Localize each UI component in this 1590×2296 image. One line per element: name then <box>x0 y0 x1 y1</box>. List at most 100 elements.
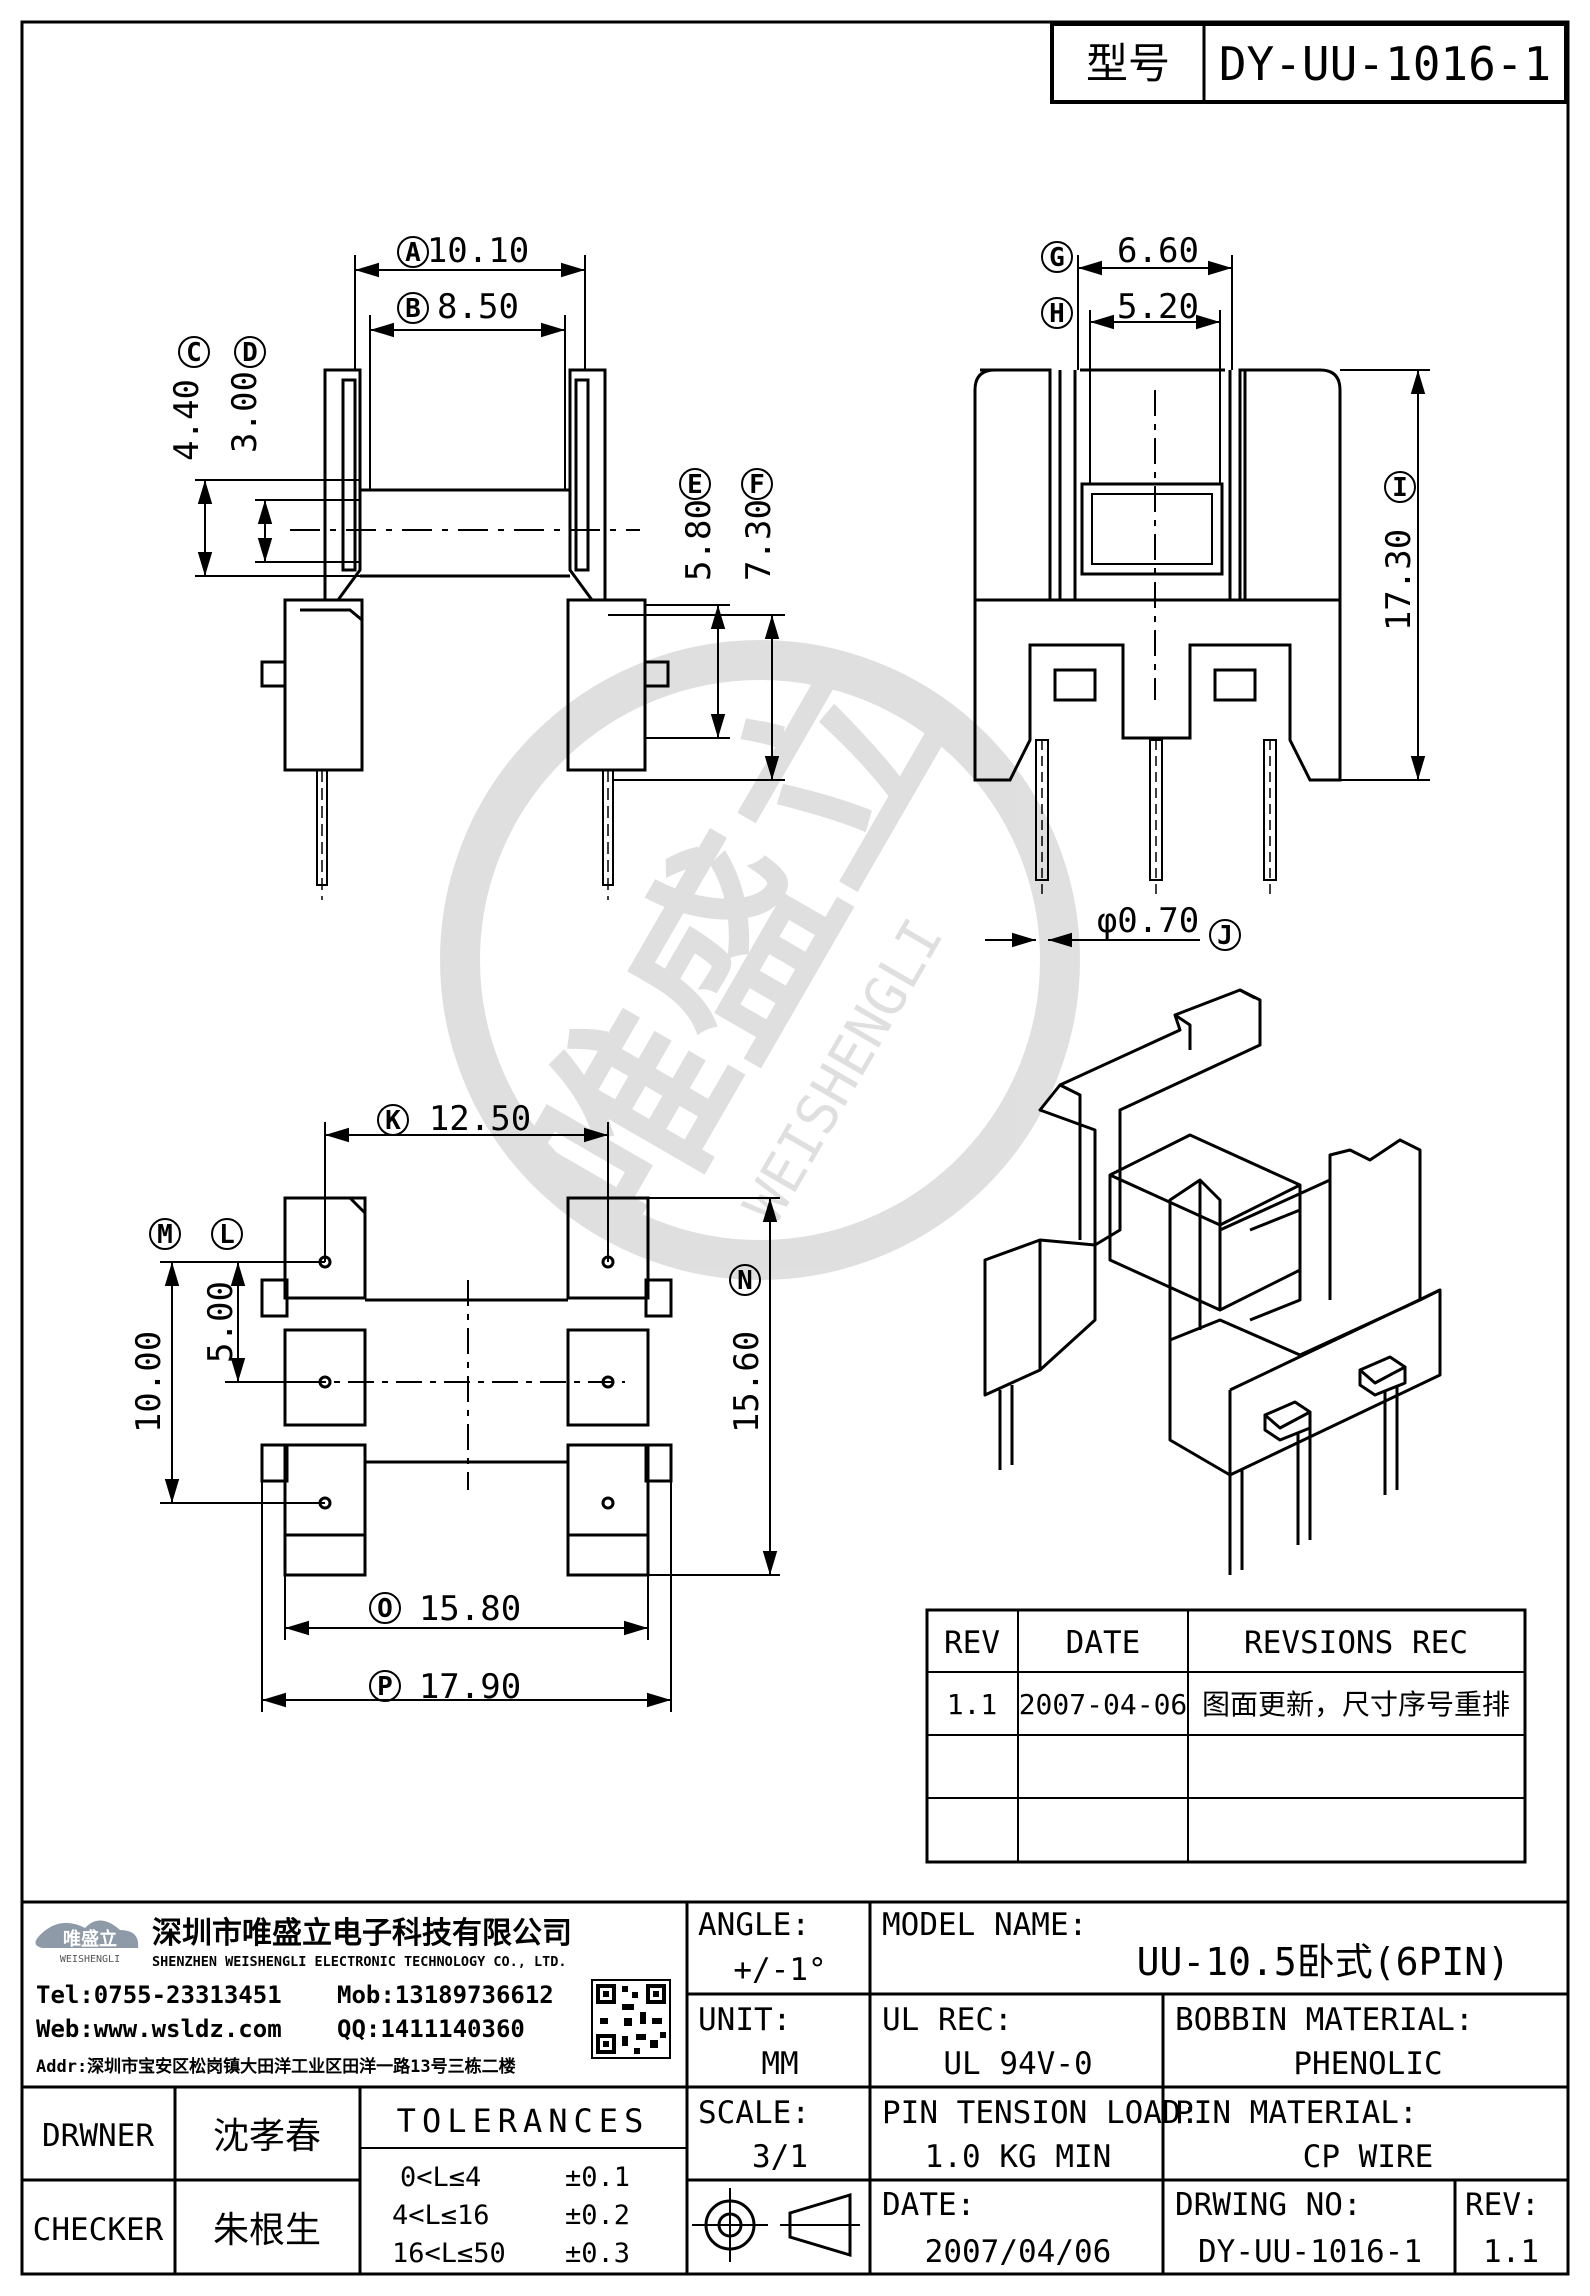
dim-value-e: 5.80 <box>679 499 719 581</box>
drwing-no-label: DRWING NO: <box>1175 2187 1362 2223</box>
company-mob: Mob:13189736612 <box>337 1981 554 2009</box>
unit-value: MM <box>761 2046 798 2082</box>
angle-value: +/-1° <box>733 1952 826 1988</box>
pin-tension-value: 1.0 KG MIN <box>925 2139 1112 2175</box>
dim-letter-n: N <box>737 1266 753 1296</box>
company-logo: 唯盛立 WEISHENGLI <box>35 1920 139 1965</box>
dim-value-g: 6.60 <box>1117 231 1199 271</box>
bottom-view-dim-labels: K 12.50 M L 5.00 10.00 N 15.60 O 15.80 P… <box>129 1099 767 1707</box>
dim-letter-g: G <box>1049 243 1065 273</box>
rev-row-rec: 图面更新，尺寸序号重排 <box>1202 1688 1510 1721</box>
svg-text:唯盛立: 唯盛立 <box>63 1928 117 1950</box>
dim-value-n: 15.60 <box>727 1331 767 1433</box>
sheet-border <box>20 20 1570 2276</box>
tolerance-value-1: ±0.1 <box>565 2162 630 2193</box>
rev-header-rec: REVSIONS REC <box>1244 1625 1468 1661</box>
dim-letter-k: K <box>385 1106 401 1136</box>
title-block <box>22 1900 1568 2274</box>
checker-value: 朱根生 <box>213 2210 321 2251</box>
dim-value-j: φ0.70 <box>1097 901 1199 941</box>
drawer-label: DRWNER <box>42 2118 154 2154</box>
drwing-no-value: DY-UU-1016-1 <box>1198 2234 1422 2270</box>
company-name-en: SHENZHEN WEISHENGLI ELECTRONIC TECHNOLOG… <box>152 1954 567 1970</box>
dim-letter-e: E <box>687 470 703 500</box>
front-view-dim-labels: A 10.10 B 8.50 C 4.40 D 3.00 E 5.80 F 7.… <box>167 231 779 581</box>
dim-value-c: 4.40 <box>167 379 207 461</box>
pin-material-label: PIN MATERIAL: <box>1175 2095 1418 2131</box>
dim-letter-f: F <box>749 470 765 500</box>
dim-value-l: 5.00 <box>201 1281 241 1363</box>
tolerance-range-1: 0<L≤4 <box>400 2162 481 2193</box>
dim-value-a: 10.10 <box>427 231 529 271</box>
rev-value: 1.1 <box>1483 2234 1539 2270</box>
type-value: DY-UU-1016-1 <box>1219 37 1551 91</box>
dim-letter-b: B <box>405 294 421 324</box>
dim-value-o: 15.80 <box>419 1589 521 1629</box>
dim-value-i: 17.30 <box>1379 529 1419 631</box>
type-label: 型号 <box>1086 39 1170 88</box>
front-view <box>260 368 670 900</box>
dim-letter-h: H <box>1049 299 1065 329</box>
model-value: UU-10.5卧式(6PIN) <box>1137 1940 1510 1984</box>
dim-value-b: 8.50 <box>437 287 519 327</box>
tolerances-title: TOLERANCES <box>397 2102 650 2140</box>
company-info: 唯盛立 WEISHENGLI 深圳市唯盛立电子科技有限公司 SHENZHEN W… <box>35 1916 671 2077</box>
title-block-fields: ANGLE: +/-1° MODEL NAME: UU-10.5卧式(6PIN)… <box>33 1907 1540 2270</box>
dim-value-h: 5.20 <box>1117 287 1199 327</box>
bobbin-value: PHENOLIC <box>1293 2046 1442 2082</box>
company-addr: Addr:深圳市宝安区松岗镇大田洋工业区田洋一路13号三栋二楼 <box>36 2056 516 2077</box>
side-view <box>973 368 1342 895</box>
bottom-view <box>260 1196 673 1577</box>
dim-letter-j: J <box>1217 921 1233 951</box>
drawer-value: 沈孝春 <box>213 2116 321 2157</box>
dim-letter-a: A <box>405 238 421 268</box>
rev-label: REV: <box>1465 2187 1540 2223</box>
dim-letter-c: C <box>186 338 202 368</box>
company-name-cn: 深圳市唯盛立电子科技有限公司 <box>152 1916 572 1951</box>
date-label: DATE: <box>882 2187 975 2223</box>
angle-label: ANGLE: <box>698 1907 810 1943</box>
checker-label: CHECKER <box>33 2212 164 2248</box>
dim-letter-l: L <box>219 1220 235 1250</box>
tolerance-range-3: 16<L≤50 <box>392 2238 506 2269</box>
company-tel: Tel:0755-23313451 <box>36 1981 282 2009</box>
unit-label: UNIT: <box>698 2002 791 2038</box>
model-label: MODEL NAME: <box>882 1907 1087 1943</box>
dim-letter-d: D <box>242 338 258 368</box>
projection-symbol-icon <box>692 2188 860 2262</box>
dim-value-d: 3.00 <box>225 371 265 453</box>
watermark: 唯盛立 WEISHENGLI <box>440 628 1080 1280</box>
dim-value-p: 17.90 <box>419 1667 521 1707</box>
rev-header-rev: REV <box>944 1625 1000 1661</box>
bottom-view-dimensions <box>160 1122 780 1712</box>
dim-letter-m: M <box>157 1220 173 1250</box>
tolerance-range-2: 4<L≤16 <box>392 2200 490 2231</box>
dim-letter-p: P <box>377 1672 393 1702</box>
company-qq: QQ:1411140360 <box>337 2015 525 2043</box>
dim-value-f: 7.30 <box>739 499 779 581</box>
side-view-dimensions <box>985 255 1430 948</box>
type-header-box: 型号 DY-UU-1016-1 <box>1050 22 1568 104</box>
ul-value: UL 94V-0 <box>943 2046 1092 2082</box>
pin-tension-label: PIN TENSION LOAD: <box>882 2095 1199 2131</box>
bobbin-label: BOBBIN MATERIAL: <box>1175 2002 1474 2038</box>
ul-label: UL REC: <box>882 2002 1013 2038</box>
dim-letter-i: I <box>1392 473 1408 503</box>
side-view-dim-labels: G 6.60 H 5.20 I 17.30 φ0.70 J <box>1041 231 1419 951</box>
tolerance-value-3: ±0.3 <box>565 2238 630 2269</box>
pin-material-value: CP WIRE <box>1303 2139 1434 2175</box>
rev-row-rev: 1.1 <box>947 1688 998 1721</box>
scale-value: 3/1 <box>752 2139 808 2175</box>
dim-value-k: 12.50 <box>429 1099 531 1139</box>
svg-text:WEISHENGLI: WEISHENGLI <box>60 1954 120 1965</box>
company-web: Web:www.wsldz.com <box>36 2015 282 2043</box>
dim-value-m: 10.00 <box>129 1331 169 1433</box>
scale-label: SCALE: <box>698 2095 810 2131</box>
date-value: 2007/04/06 <box>925 2234 1112 2270</box>
qr-code-icon <box>591 1979 671 2059</box>
dim-letter-o: O <box>377 1594 393 1624</box>
front-view-dimensions <box>195 255 785 781</box>
tolerance-value-2: ±0.2 <box>565 2200 630 2231</box>
isometric-view <box>983 988 1442 1575</box>
